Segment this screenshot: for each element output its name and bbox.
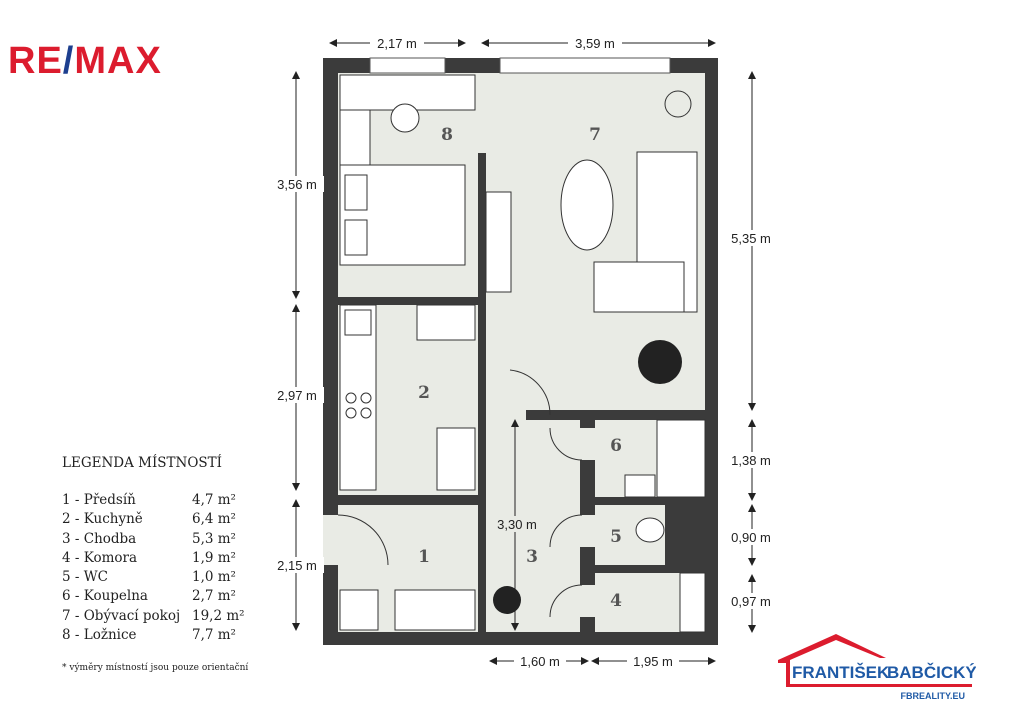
room-number: 8	[441, 125, 453, 145]
dimension-label: 5,35 m	[731, 231, 771, 246]
dimension-label: 0,97 m	[731, 594, 771, 609]
table	[560, 159, 614, 251]
bathtub	[656, 419, 706, 498]
chair	[390, 103, 420, 133]
legend-title: LEGENDA MÍSTNOSTÍ	[62, 455, 223, 471]
room-number: 6	[610, 436, 622, 456]
agency-logo: FRANTIŠEK BABČICKÝ FBREALITY.EU	[778, 634, 976, 701]
room-number: 2	[418, 383, 430, 403]
dimension-label: 2,17 m	[377, 36, 417, 51]
svg-text:FRANTIŠEK: FRANTIŠEK	[792, 663, 890, 682]
dimension-label: 1,95 m	[633, 654, 673, 669]
legend-note: * výměry místností jsou pouze orientační	[62, 663, 249, 674]
dimension-label: 3,56 m	[277, 177, 317, 192]
room-number: 3	[526, 547, 538, 567]
window	[499, 57, 671, 74]
dimension-label: 3,30 m	[497, 517, 537, 532]
room-number: 5	[610, 527, 622, 547]
svg-text:FBREALITY.EU: FBREALITY.EU	[900, 691, 965, 701]
svg-text:BABČICKÝ: BABČICKÝ	[887, 663, 976, 682]
remax-logo: RE/MAX	[8, 40, 162, 82]
dimension-label: 1,38 m	[731, 453, 771, 468]
room-number: 1	[418, 547, 430, 567]
toilet	[635, 517, 665, 543]
room-number: 7	[589, 125, 601, 145]
dimension-label: 2,15 m	[277, 558, 317, 573]
dimension-label: 3,59 m	[575, 36, 615, 51]
dimension-label: 0,90 m	[731, 530, 771, 545]
window	[369, 57, 446, 74]
wardrobe	[339, 109, 371, 166]
dimension-label: 1,60 m	[520, 654, 560, 669]
dimension-label: 2,97 m	[277, 388, 317, 403]
tv-unit	[485, 191, 512, 293]
room-number: 4	[610, 591, 622, 611]
